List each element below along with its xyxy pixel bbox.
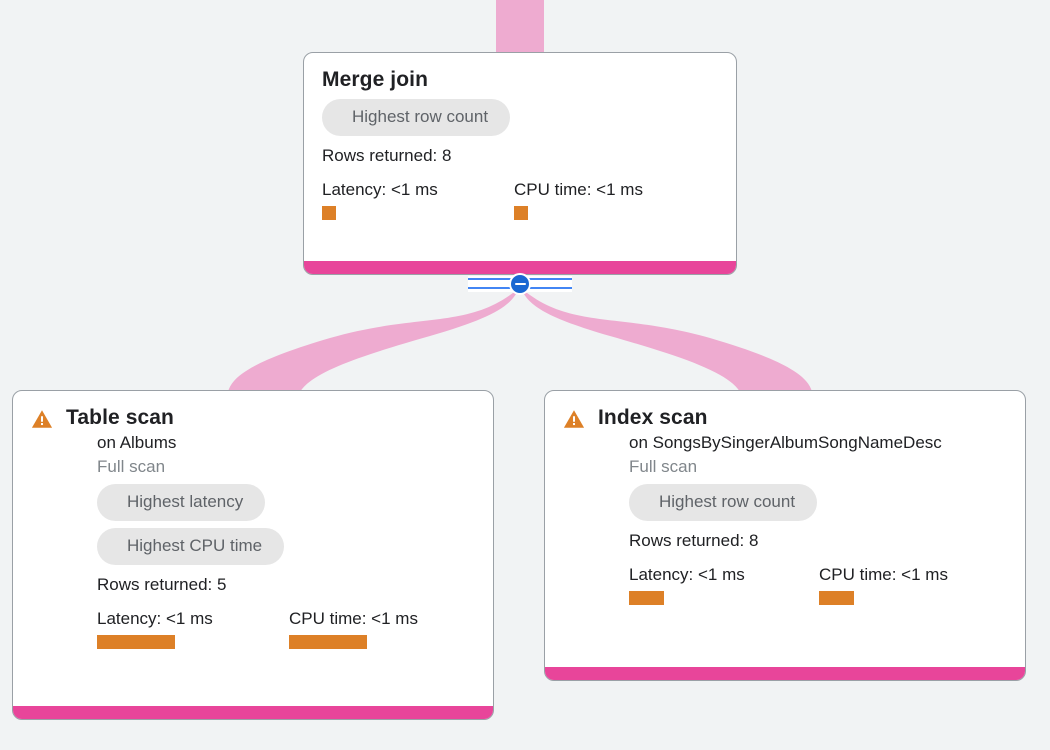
node-accent-bar (13, 706, 493, 719)
node-scan-type: Full scan (97, 457, 166, 476)
edge-ribbon-to-table-scan (228, 288, 519, 392)
metric-latency-bar (322, 206, 336, 220)
metric-latency-label: Latency: <1 ms (629, 565, 745, 584)
metric-latency-label: Latency: <1 ms (322, 180, 438, 199)
node-title: Table scan (66, 406, 174, 429)
metric-cpu-time-bar (514, 206, 528, 220)
plan-node-index-scan[interactable]: Index scan on SongsBySingerAlbumSongName… (544, 390, 1026, 681)
node-accent-bar (545, 667, 1025, 680)
metric-cpu-time: CPU time: <1 ms (819, 564, 948, 605)
node-body: Merge join Highest row count Rows return… (304, 53, 736, 261)
minus-glyph (514, 283, 526, 285)
metric-cpu-time-bar (289, 635, 367, 649)
node-body: Table scan on Albums Full scan Highest l… (13, 391, 493, 706)
metric-cpu-time: CPU time: <1 ms (289, 608, 418, 649)
node-scan-type: Full scan (629, 457, 698, 476)
node-subtitle: on SongsBySingerAlbumSongNameDesc (629, 433, 942, 452)
node-title: Index scan (598, 406, 708, 429)
chip-highest-latency[interactable]: Highest latency (97, 484, 266, 521)
metric-latency-bar (629, 591, 664, 605)
metric-cpu-time-label: CPU time: <1 ms (289, 609, 418, 628)
plan-node-table-scan[interactable]: Table scan on Albums Full scan Highest l… (12, 390, 494, 720)
metric-latency: Latency: <1 ms (629, 564, 819, 605)
metric-cpu-time-label: CPU time: <1 ms (514, 180, 643, 199)
node-body: Index scan on SongsBySingerAlbumSongName… (545, 391, 1025, 667)
node-rows-returned: Rows returned: 8 (322, 146, 452, 165)
node-header: Index scan (563, 405, 1007, 431)
chip-highest-row-count[interactable]: Highest row count (322, 99, 511, 136)
node-rows-returned: Rows returned: 8 (629, 531, 759, 550)
minus-circle-icon[interactable] (509, 273, 531, 295)
edge-ribbon-to-index-scan (521, 288, 812, 392)
metric-latency: Latency: <1 ms (97, 608, 289, 649)
node-rows-returned: Rows returned: 5 (97, 575, 227, 594)
node-title: Merge join (322, 68, 429, 91)
metric-cpu-time-label: CPU time: <1 ms (819, 565, 948, 584)
warning-triangle-icon (31, 410, 53, 428)
metric-cpu-time: CPU time: <1 ms (514, 179, 643, 220)
node-chips: Highest row count (322, 99, 511, 136)
collapse-children-toggle[interactable] (468, 272, 572, 296)
plan-node-merge-join[interactable]: Merge join Highest row count Rows return… (303, 52, 737, 275)
node-header: Table scan (31, 405, 475, 431)
node-subtitle: on Albums (97, 433, 177, 452)
node-subtitle-wrap: on SongsBySingerAlbumSongNameDesc Full s… (563, 431, 1007, 605)
chip-highest-cpu-time[interactable]: Highest CPU time (97, 528, 285, 565)
node-chips: Highest row count (629, 484, 1007, 521)
node-subtitle-wrap: on Albums Full scan Highest latency High… (31, 431, 475, 649)
node-chips: Highest latency Highest CPU time (97, 484, 475, 565)
node-metrics: Latency: <1 ms CPU time: <1 ms (629, 564, 1007, 605)
edge-ribbon-parent-in (496, 0, 544, 52)
node-metrics: Latency: <1 ms CPU time: <1 ms (97, 608, 475, 649)
metric-cpu-time-bar (819, 591, 854, 605)
node-header: Merge join (322, 67, 718, 93)
metric-latency-label: Latency: <1 ms (97, 609, 213, 628)
node-accent-bar (304, 261, 736, 274)
warning-triangle-icon (563, 410, 585, 428)
node-metrics: Latency: <1 ms CPU time: <1 ms (322, 179, 718, 220)
metric-latency-bar (97, 635, 175, 649)
chip-highest-row-count[interactable]: Highest row count (629, 484, 818, 521)
metric-latency: Latency: <1 ms (322, 179, 514, 220)
